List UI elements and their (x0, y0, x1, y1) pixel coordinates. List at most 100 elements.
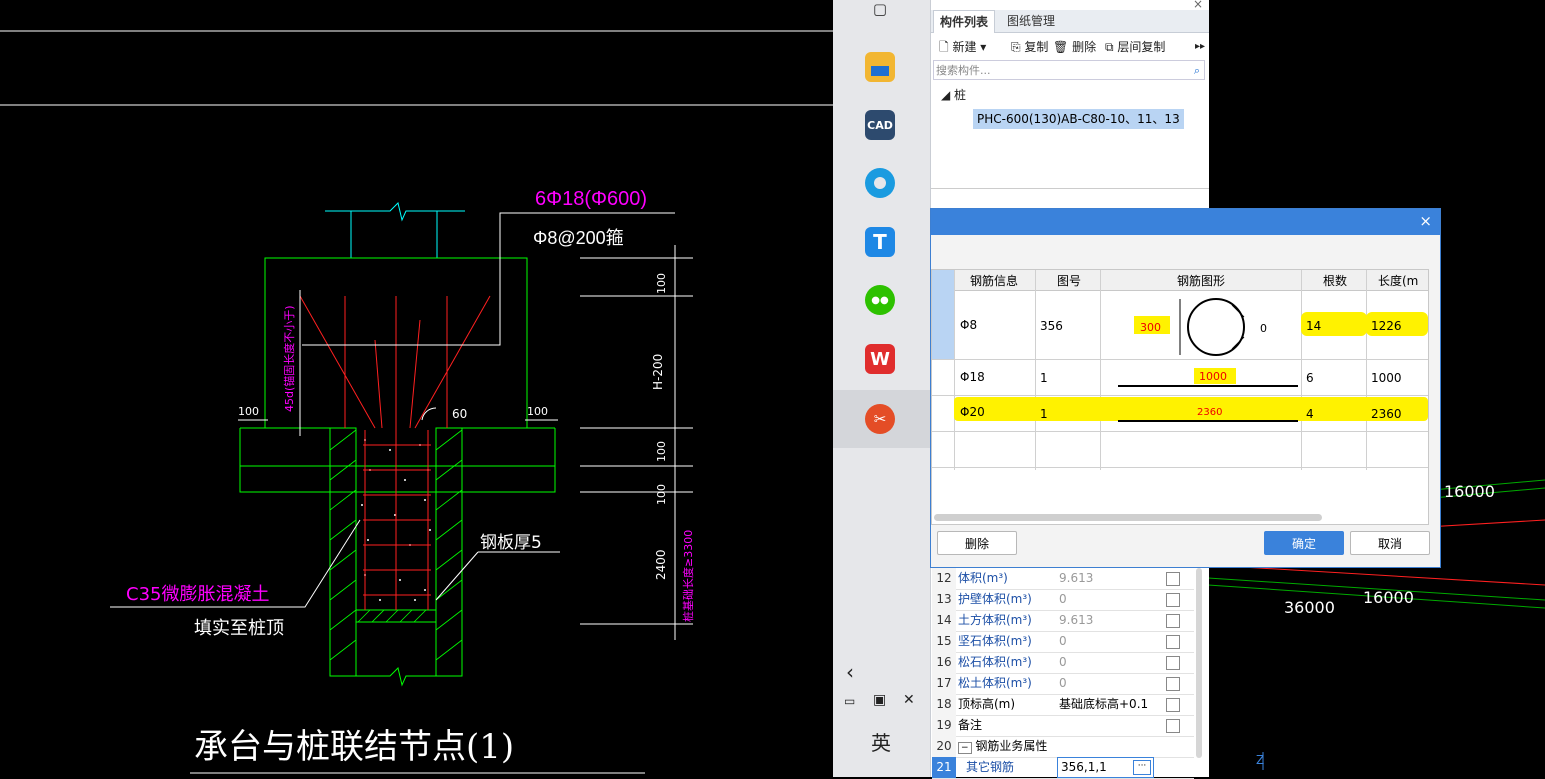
rebar-info: Φ8 (960, 318, 978, 332)
rebar-dialog: × 钢筋信息 图号 钢筋图形 根数 长度(m Φ8 356 300 (930, 208, 1441, 568)
edge-icon[interactable] (865, 168, 895, 198)
shape-dim-b: 0 (1260, 322, 1267, 335)
table-row[interactable] (932, 396, 1428, 431)
background-cad: 16000 36000 16000 Z (1208, 479, 1545, 770)
snip-icon[interactable]: ✂ (865, 404, 895, 434)
bg-dim-1: 16000 (1444, 482, 1495, 501)
wps-icon[interactable]: W (865, 344, 895, 374)
length: 1226 (1371, 319, 1402, 333)
copy-button[interactable]: ⎘ 复制 (1011, 40, 1049, 54)
checkbox[interactable] (1166, 698, 1180, 712)
length: 2360 (1371, 407, 1402, 421)
tree-item-selected[interactable]: PHC-600(130)AB-C80-10、11、13 (973, 109, 1184, 129)
rebar-info: Φ18 (960, 370, 985, 384)
dialog-titlebar: × (931, 209, 1440, 235)
other-rebar-field[interactable]: 356,1,1··· (1057, 757, 1154, 778)
taskbar: ▢ CAD T ●● W ✂ ‹ ▭ ▣ ✕ 英 (833, 0, 930, 777)
files-icon[interactable] (865, 52, 895, 82)
display-icon[interactable]: ▢ (872, 0, 888, 18)
search-placeholder: 搜索构件... (936, 64, 991, 77)
cad-app-icon[interactable]: CAD (865, 110, 895, 140)
pile-wall-right (435, 427, 463, 677)
right-note: 桩基础长度≥3300 (681, 530, 695, 622)
dim-side-right: 100 (527, 405, 548, 418)
plate-label: 钢板厚5 (480, 533, 542, 553)
col-header-length: 长度(m (1378, 274, 1419, 288)
concrete-label: C35微膨胀混凝土 (126, 584, 269, 605)
floor-copy-button[interactable]: ⧉ 层间复制 (1105, 40, 1166, 54)
pile-hatch (329, 429, 463, 661)
battery-icon[interactable]: ▭ (844, 694, 856, 708)
rebar-info: Φ20 (960, 405, 985, 419)
table-row[interactable] (932, 360, 1428, 395)
cad-canvas[interactable]: 6Φ18(Φ600) Φ8@200箍 100 H-200 100 100 240… (0, 0, 833, 777)
anchor-note: 45d(锚固长度不小于) (282, 305, 296, 412)
dim-side-left: 100 (238, 405, 259, 418)
wechat-icon[interactable]: ●● (865, 285, 895, 315)
fig-no: 1 (1040, 407, 1048, 421)
cancel-button[interactable]: 取消 (1350, 531, 1430, 555)
rebar-grid: 钢筋信息 图号 钢筋图形 根数 长度(m Φ8 356 300 0 14 (931, 269, 1429, 525)
fig-no: 1 (1040, 371, 1048, 385)
checkbox[interactable] (1166, 593, 1180, 607)
straight-bar-shape (1118, 420, 1298, 422)
mute-icon[interactable]: ✕ (903, 692, 915, 708)
pile-wall-left (329, 427, 357, 677)
property-scrollbar[interactable] (1196, 568, 1202, 758)
network-icon[interactable]: ▣ (873, 692, 887, 708)
tab-drawing-manage[interactable]: 图纸管理 (1007, 14, 1056, 28)
col-header-count: 根数 (1323, 274, 1348, 288)
count: 6 (1306, 371, 1314, 385)
more-icon[interactable]: ▸▸ (1195, 41, 1206, 52)
t-app-icon[interactable]: T (865, 227, 895, 257)
search-input[interactable]: 搜索构件... ⌕ (933, 60, 1205, 80)
collapse-icon[interactable]: − (958, 742, 972, 754)
checkbox[interactable] (1166, 656, 1180, 670)
shape-dim-a: 1000 (1199, 370, 1227, 383)
tree-root[interactable]: ◢ 桩 (941, 88, 967, 102)
delete-label: 删除 (1072, 40, 1097, 54)
checkbox[interactable] (1166, 635, 1180, 649)
stirrup-label: Φ8@200箍 (533, 228, 624, 248)
close-panel-icon[interactable]: × (1192, 0, 1203, 11)
checkbox[interactable] (1166, 677, 1180, 691)
search-icon[interactable]: ⌕ (1193, 64, 1200, 77)
panel-divider (931, 188, 1209, 189)
length: 1000 (1371, 371, 1402, 385)
col-header-info: 钢筋信息 (970, 274, 1019, 288)
ime-indicator[interactable]: 英 (871, 731, 891, 755)
col-header-shape: 钢筋图形 (1177, 274, 1226, 288)
delete-row-button[interactable]: 删除 (937, 531, 1017, 555)
stirrup-shape-icon (1179, 298, 1245, 356)
ellipsis-button[interactable]: ··· (1133, 760, 1151, 775)
checkbox[interactable] (1166, 572, 1180, 586)
bg-dim-3: 16000 (1363, 588, 1414, 607)
checkbox[interactable] (1166, 614, 1180, 628)
drawing-title: 承台与桩联结节点(1) (194, 727, 514, 767)
column-stub (325, 202, 465, 222)
property-group-row[interactable]: 20− 钢筋业务属性 (932, 736, 1194, 758)
dialog-close-icon[interactable]: × (1419, 212, 1432, 230)
angle-label: 60 (452, 407, 467, 421)
checkbox[interactable] (1166, 719, 1180, 733)
delete-button[interactable]: 🗑 删除 (1053, 40, 1097, 54)
horizontal-scrollbar[interactable] (934, 514, 1322, 521)
count: 14 (1306, 319, 1322, 333)
ok-button[interactable]: 确定 (1264, 531, 1344, 555)
chevron-left-icon[interactable]: ‹ (846, 660, 854, 684)
count: 4 (1306, 407, 1314, 421)
new-button[interactable]: 🗋 新建 ▾ (939, 40, 987, 54)
tab-component-list[interactable]: 构件列表 (933, 10, 996, 33)
col-header-figno: 图号 (1057, 274, 1082, 288)
straight-bar-shape (1118, 385, 1298, 387)
